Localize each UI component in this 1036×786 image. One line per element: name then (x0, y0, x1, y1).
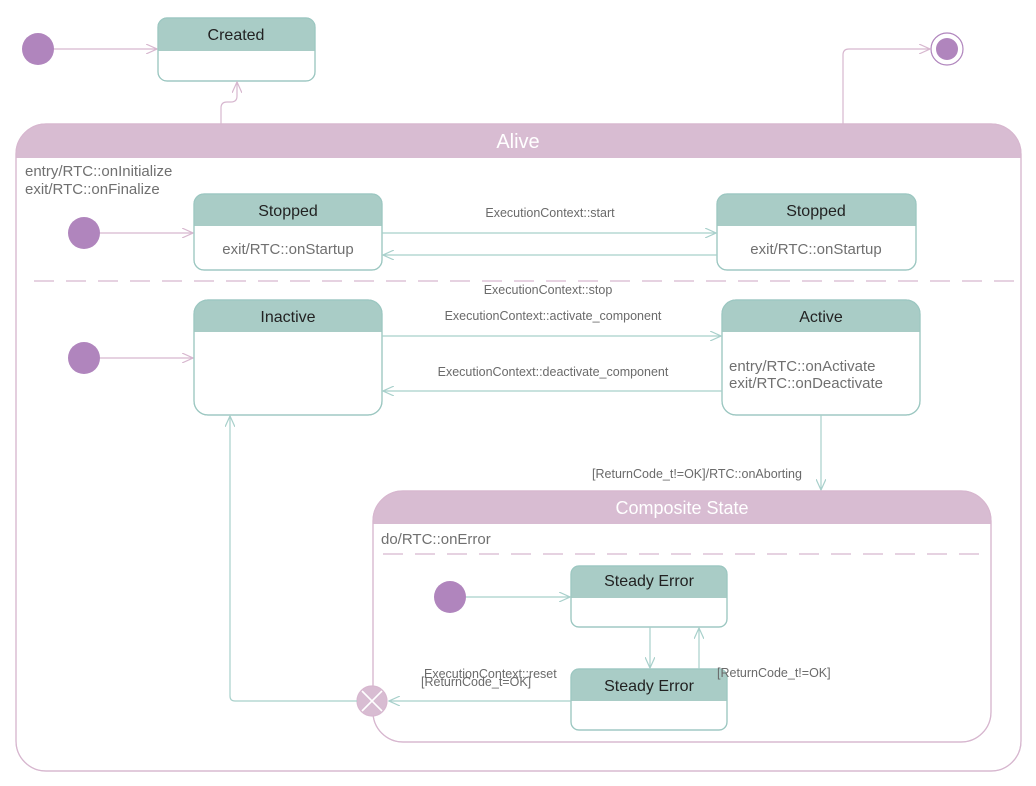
steady-error-top-title: Steady Error (604, 573, 694, 590)
created-title: Created (208, 27, 265, 44)
exit-point-node (356, 685, 388, 717)
stopped-left-body: exit/RTC::onStartup (222, 241, 353, 258)
transition-exit-to-inactive (230, 416, 357, 702)
state-stopped-left: Stopped exit/RTC::onStartup (193, 193, 383, 271)
stopped-left-title: Stopped (258, 203, 318, 220)
label-reset: ExecutionContext::reset (424, 667, 557, 681)
steady-error-bottom-title: Steady Error (604, 678, 694, 695)
transition-alive-to-created (220, 82, 237, 124)
label-deactivate: ExecutionContext::deactivate_component (438, 365, 669, 379)
composite-initial-node (434, 581, 466, 613)
inactive-title: Inactive (260, 309, 315, 326)
final-node (930, 32, 964, 66)
active-title: Active (799, 309, 843, 326)
label-aborting: [ReturnCode_t!=OK]/RTC::onAborting (592, 467, 802, 481)
region2-initial-node (68, 342, 100, 374)
top-initial-node (22, 33, 54, 65)
label-return-not-ok: [ReturnCode_t!=OK] (717, 666, 831, 680)
active-exit-action: exit/RTC::onDeactivate (729, 375, 883, 392)
state-active: Active entry/RTC::onActivate exit/RTC::o… (721, 299, 921, 416)
label-start: ExecutionContext::start (485, 206, 615, 220)
state-stopped-right: Stopped exit/RTC::onStartup (716, 193, 917, 271)
region1-initial-node (68, 217, 100, 249)
state-steady-error-bottom: Steady Error (570, 668, 728, 731)
alive-entry-action: entry/RTC::onInitialize (25, 163, 172, 180)
composite-do-action: do/RTC::onError (381, 531, 491, 548)
stopped-right-body: exit/RTC::onStartup (750, 241, 881, 258)
state-created: Created (157, 17, 316, 82)
state-steady-error-top: Steady Error (570, 565, 728, 628)
state-inactive: Inactive (193, 299, 383, 416)
stopped-right-title: Stopped (786, 203, 846, 220)
label-activate: ExecutionContext::activate_component (445, 309, 662, 323)
alive-title: Alive (496, 131, 539, 153)
composite-title: Composite State (615, 498, 748, 518)
label-stop: ExecutionContext::stop (484, 283, 613, 297)
alive-exit-action: exit/RTC::onFinalize (25, 181, 160, 198)
label-return-ok: [ReturnCode_t=OK] (421, 675, 531, 689)
active-entry-action: entry/RTC::onActivate (729, 358, 875, 375)
transition-alive-to-final (842, 49, 930, 124)
